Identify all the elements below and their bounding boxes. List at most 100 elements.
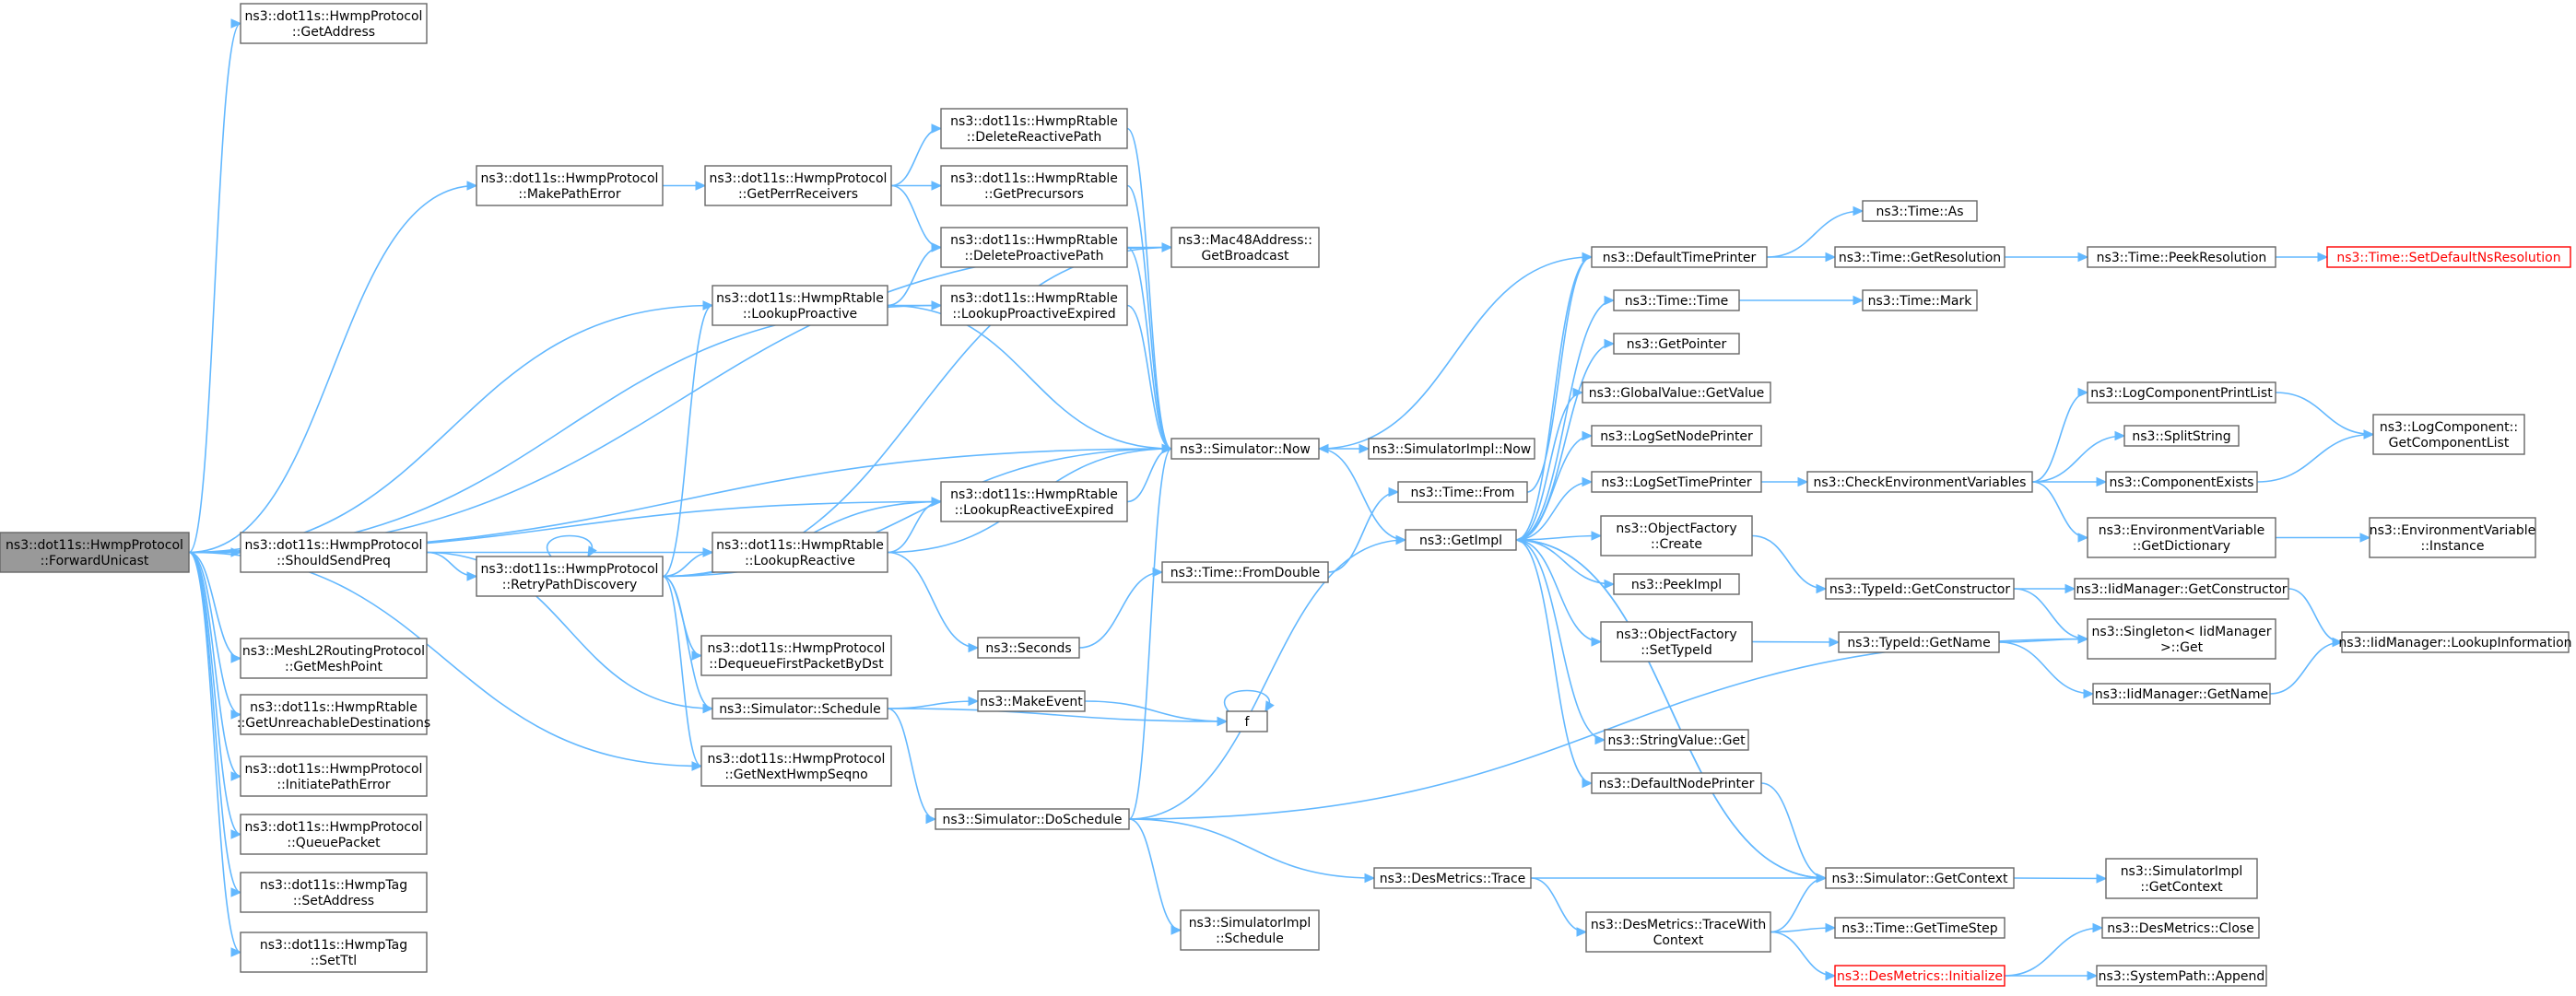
node-objfactorysettypeid[interactable]: ns3::ObjectFactory::SetTypeId	[1600, 621, 1753, 662]
node-timepeekresolution[interactable]: ns3::Time::PeekResolution	[2087, 246, 2276, 268]
node-stringvalueget[interactable]: ns3::StringValue::Get	[1604, 729, 1749, 751]
node-tagsetaddress[interactable]: ns3::dot11s::HwmpTag::SetAddress	[240, 872, 428, 913]
node-label: ::DequeueFirstPacketByDst	[709, 657, 884, 672]
node-envgetdictionary[interactable]: ns3::EnvironmentVariable::GetDictionary	[2087, 517, 2276, 558]
edge-objfactorycreate-to-typeidgetconstructor	[1751, 534, 1828, 594]
node-box	[940, 108, 1128, 149]
node-timegetresolution[interactable]: ns3::Time::GetResolution	[1834, 246, 2006, 268]
node-timetime[interactable]: ns3::Time::Time	[1613, 289, 1740, 311]
edge-arrowhead	[2114, 430, 2126, 441]
node-systempathappend[interactable]: ns3::SystemPath::Append	[2096, 965, 2267, 987]
node-envinstance[interactable]: ns3::EnvironmentVariable::Instance	[2369, 517, 2536, 558]
node-logsetnodeprinter[interactable]: ns3::LogSetNodePrinter	[1591, 425, 1762, 447]
node-initiatepatherror[interactable]: ns3::dot11s::HwmpProtocol::InitiatePathE…	[240, 756, 428, 797]
node-desmetricsinitialize[interactable]: ns3::DesMetrics::Initialize	[1834, 965, 2006, 987]
edge-checkenv-to-logcompprintlist	[2031, 387, 2089, 483]
node-box	[700, 745, 892, 787]
node-box	[2096, 965, 2267, 987]
node-label: ::LookupProactive	[743, 307, 857, 322]
node-getunreachable[interactable]: ns3::dot11s::HwmpRtable::GetUnreachableD…	[237, 694, 430, 735]
node-box	[1161, 561, 1329, 583]
node-getmeshpoint[interactable]: ns3::MeshL2RoutingProtocol::GetMeshPoint	[240, 638, 428, 679]
node-box	[1862, 200, 1978, 222]
node-box	[240, 532, 428, 573]
node-timefromdouble[interactable]: ns3::Time::FromDouble	[1161, 561, 1329, 583]
node-desmetricsclose[interactable]: ns3::DesMetrics::Close	[2101, 917, 2260, 939]
node-deletereactivepath[interactable]: ns3::dot11s::HwmpRtable::DeleteReactiveP…	[940, 108, 1128, 149]
node-doschedule[interactable]: ns3::Simulator::DoSchedule	[935, 808, 1130, 830]
node-timegettimestep[interactable]: ns3::Time::GetTimeStep	[1834, 917, 2006, 939]
node-typeidgetname[interactable]: ns3::TypeId::GetName	[1838, 631, 2000, 653]
node-box	[940, 227, 1128, 268]
node-logsettimeprinter[interactable]: ns3::LogSetTimePrinter	[1591, 471, 1762, 493]
node-iidgetconstructor[interactable]: ns3::IidManager::GetConstructor	[2074, 578, 2289, 600]
node-queuepacket[interactable]: ns3::dot11s::HwmpProtocol::QueuePacket	[240, 814, 428, 855]
node-objfactorycreate[interactable]: ns3::ObjectFactory::Create	[1600, 515, 1753, 557]
node-retrypathdiscovery[interactable]: ns3::dot11s::HwmpProtocol::RetryPathDisc…	[476, 556, 664, 597]
node-simgetcontext[interactable]: ns3::Simulator::GetContext	[1825, 867, 2015, 889]
node-box	[240, 814, 428, 855]
node-globalvaluegetvalue[interactable]: ns3::GlobalValue::GetValue	[1582, 381, 1771, 404]
edge-timefrom-to-defaulttimeprinter	[1526, 252, 1594, 493]
node-makepatherror[interactable]: ns3::dot11s::HwmpProtocol::MakePathError	[476, 165, 664, 206]
node-getpointer[interactable]: ns3::GetPointer	[1613, 333, 1740, 355]
node-deleteproactivepath[interactable]: ns3::dot11s::HwmpRtable::DeleteProactive…	[940, 227, 1128, 268]
node-singletonget[interactable]: ns3::Singleton< IidManager >::Get	[2087, 618, 2276, 660]
node-checkenv[interactable]: ns3::CheckEnvironmentVariables	[1806, 471, 2033, 493]
node-timemark[interactable]: ns3::Time::Mark	[1862, 289, 1978, 311]
node-getaddress[interactable]: ns3::dot11s::HwmpProtocol::GetAddress	[240, 3, 428, 44]
edge-getimpl-to-timetime	[1515, 295, 1616, 541]
node-lookupreactive[interactable]: ns3::dot11s::HwmpRtable::LookupReactive	[712, 532, 888, 573]
node-componentexists[interactable]: ns3::ComponentExists	[2105, 471, 2258, 493]
node-root[interactable]: ns3::dot11s::HwmpProtocol::ForwardUnicas…	[0, 532, 190, 573]
node-box	[935, 808, 1130, 830]
node-lookupreactiveexpired[interactable]: ns3::dot11s::HwmpRtable::LookupReactiveE…	[940, 481, 1128, 522]
node-label: ::QueuePacket	[287, 836, 381, 850]
edge-arrowhead	[1572, 387, 1584, 398]
node-simimplgetcontext[interactable]: ns3::SimulatorImpl::GetContext	[2105, 858, 2258, 899]
edge-line	[1515, 539, 1593, 784]
edge-logcompprintlist-to-logcompgetlist	[2275, 392, 2375, 439]
node-makeevent[interactable]: ns3::MakeEvent	[977, 690, 1086, 712]
node-lookupproactive[interactable]: ns3::dot11s::HwmpRtable::LookupProactive	[712, 285, 888, 326]
node-lookupproactiveexpired[interactable]: ns3::dot11s::HwmpRtable::LookupProactive…	[940, 285, 1128, 326]
node-splitstring[interactable]: ns3::SplitString	[2123, 425, 2240, 447]
node-getprecursors[interactable]: ns3::dot11s::HwmpRtable::GetPrecursors	[940, 165, 1128, 206]
node-defaulttimeprinter[interactable]: ns3::DefaultTimePrinter	[1591, 246, 1768, 268]
node-tagsetttl[interactable]: ns3::dot11s::HwmpTag::SetTtl	[240, 932, 428, 973]
node-label: ns3::dot11s::HwmpProtocol	[710, 171, 888, 186]
node-timefrom[interactable]: ns3::Time::From	[1397, 481, 1528, 503]
edge-line	[1515, 539, 1827, 879]
node-simimplschedule[interactable]: ns3::SimulatorImpl::Schedule	[1180, 909, 1320, 951]
node-seconds[interactable]: ns3::Seconds	[977, 637, 1080, 659]
node-shouldsendpreq[interactable]: ns3::dot11s::HwmpProtocol::ShouldSendPre…	[240, 532, 428, 573]
node-schedule[interactable]: ns3::Simulator::Schedule	[712, 697, 888, 720]
node-dequeue[interactable]: ns3::dot11s::HwmpProtocol::DequeueFirstP…	[700, 635, 892, 676]
node-logcompprintlist[interactable]: ns3::LogComponentPrintList	[2087, 381, 2276, 404]
node-defaultnodeprinter[interactable]: ns3::DefaultNodePrinter	[1591, 772, 1762, 794]
node-getperrreceivers[interactable]: ns3::dot11s::HwmpProtocol::GetPerrReceiv…	[704, 165, 892, 206]
node-getimpl[interactable]: ns3::GetImpl	[1405, 529, 1517, 551]
node-iidlookupinfo[interactable]: ns3::IidManager::LookupInformation	[2338, 631, 2572, 653]
node-iidgetname[interactable]: ns3::IidManager::GetName	[2092, 683, 2271, 705]
node-getnexthwmpseqno[interactable]: ns3::dot11s::HwmpProtocol::GetNextHwmpSe…	[700, 745, 892, 787]
node-getbroadcast[interactable]: ns3::Mac48Address::GetBroadcast	[1170, 227, 1320, 268]
node-box	[2372, 414, 2525, 455]
edge-lookupreactiveexpired-to-simnow	[1126, 443, 1173, 503]
function-nodes: ns3::dot11s::HwmpProtocol::ForwardUnicas…	[0, 3, 2572, 987]
node-box	[476, 556, 664, 597]
node-typeidgetconstructor[interactable]: ns3::TypeId::GetConstructor	[1825, 578, 2015, 600]
edge-arrowhead	[587, 545, 597, 558]
node-timeas[interactable]: ns3::Time::As	[1862, 200, 1978, 222]
node-simimplnow[interactable]: ns3::SimulatorImpl::Now	[1368, 438, 1535, 460]
node-desmetricstrace[interactable]: ns3::DesMetrics::Trace	[1373, 867, 1532, 889]
node-f[interactable]: f	[1226, 710, 1268, 732]
node-peekimpl[interactable]: ns3::PeekImpl	[1613, 573, 1740, 595]
node-label: ns3::LogSetNodePrinter	[1600, 429, 1753, 444]
node-logcompgetlist[interactable]: ns3::LogComponent::GetComponentList	[2372, 414, 2525, 455]
node-label: Context	[1653, 933, 1704, 948]
edge-arrowhead	[1317, 443, 1329, 454]
node-simnow[interactable]: ns3::Simulator::Now	[1170, 438, 1320, 460]
node-timesetdefault[interactable]: ns3::Time::SetDefaultNsResolution	[2326, 246, 2571, 268]
